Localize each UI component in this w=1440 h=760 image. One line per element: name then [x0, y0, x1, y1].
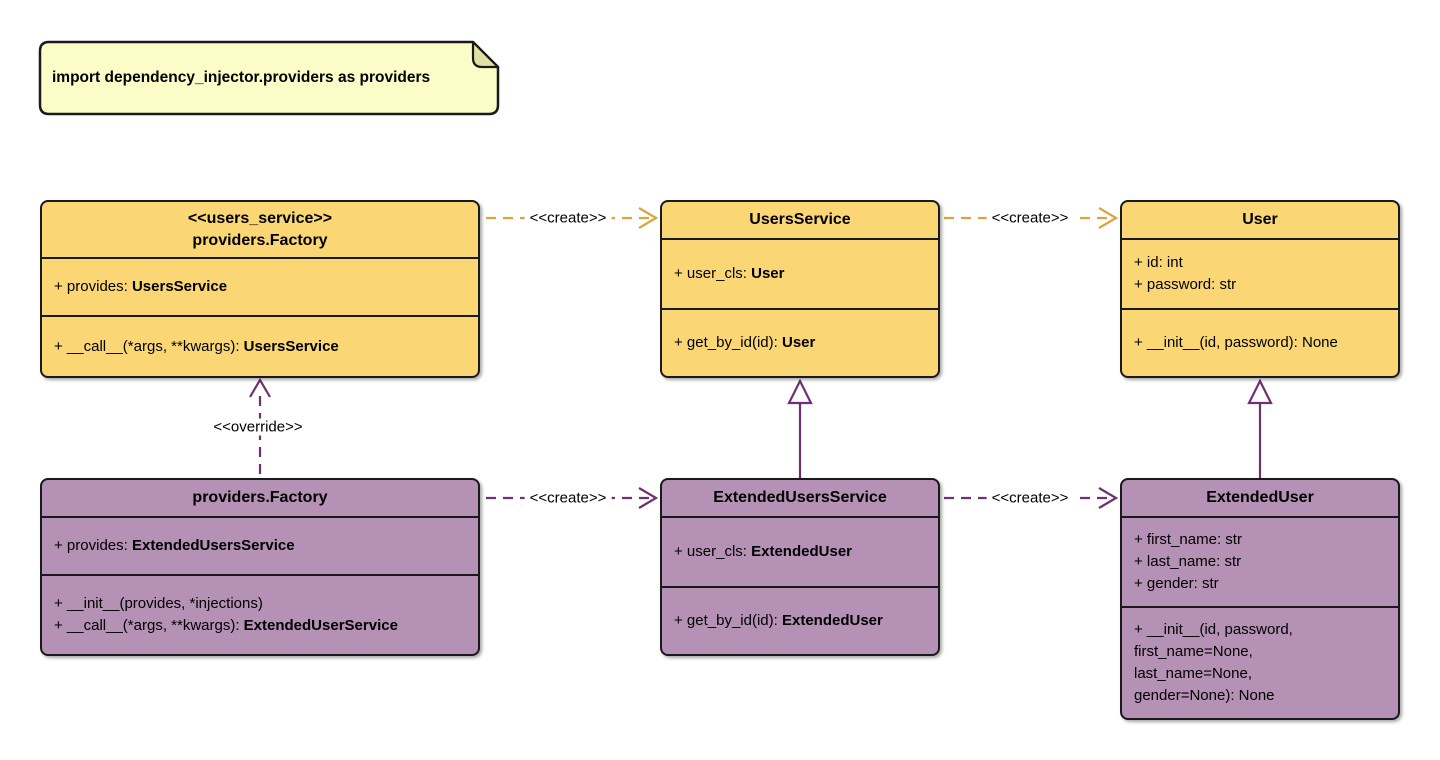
class-method: + __call__(*args, **kwargs): UsersServic… — [54, 336, 466, 358]
class-title: providers.Factory — [192, 231, 328, 249]
member-text: + user_cls: — [674, 265, 752, 282]
class-method: first_name=None, — [1134, 643, 1253, 660]
class-method: + __call__(*args, **kwargs): ExtendedUse… — [54, 615, 466, 637]
arrowhead-icon — [249, 377, 271, 398]
methods-section: + __init__(provides, *injections) + __ca… — [42, 574, 478, 654]
class-title: ExtendedUser — [1206, 489, 1314, 506]
methods-section: + __call__(*args, **kwargs): UsersServic… — [42, 315, 478, 376]
inheritance-edge-extendeduser — [1247, 378, 1273, 478]
class-box-extendedusersservice: ExtendedUsersService + user_cls: Extende… — [660, 478, 940, 656]
member-type: User — [751, 265, 785, 282]
note-body — [38, 40, 500, 116]
class-attribute: + first_name: str — [1134, 531, 1242, 548]
member-type: UsersService — [243, 337, 339, 355]
class-attribute: + id: int — [1134, 254, 1183, 271]
class-title: ExtendedUsersService — [713, 489, 887, 506]
inheritance-edge-extendedusersservice — [787, 378, 813, 478]
inheritance-triangle-icon — [1247, 378, 1273, 405]
override-edge-label: <<override>> — [208, 418, 308, 436]
methods-section: + __init__(id, password): None — [1122, 308, 1398, 376]
class-title: providers.Factory — [192, 489, 328, 506]
class-method: + __init__(id, password): None — [1134, 334, 1338, 351]
member-text: + user_cls: — [674, 543, 752, 560]
member-type: ExtendedUser — [781, 612, 883, 629]
inheritance-triangle-icon — [787, 378, 813, 405]
class-box-providers-factory-extended: providers.Factory + provides: ExtendedUs… — [40, 478, 480, 656]
class-method: + get_by_id(id): User — [674, 332, 926, 354]
member-text: + __call__(*args, **kwargs): — [54, 337, 244, 355]
class-method: + __init__(id, password, — [1134, 621, 1293, 638]
create-edge-label: <<create>> — [986, 489, 1074, 507]
class-box-usersservice: UsersService + user_cls: User + get_by_i… — [660, 200, 940, 378]
class-header: UsersService — [662, 202, 938, 238]
create-edge-label: <<create>> — [524, 209, 612, 227]
class-box-user: User + id: int + password: str + __init_… — [1120, 200, 1400, 378]
member-type: ExtendedUser — [751, 543, 852, 560]
import-note: import dependency_injector.providers as … — [38, 40, 500, 116]
attributes-section: + first_name: str + last_name: str + gen… — [1122, 516, 1398, 606]
attributes-section: + id: int + password: str — [1122, 238, 1398, 308]
class-header: User — [1122, 202, 1398, 238]
arrowhead-icon — [1098, 207, 1119, 229]
attributes-section: + provides: UsersService — [42, 257, 478, 315]
class-method: gender=None): None — [1134, 687, 1275, 704]
class-header: <<users_service>> providers.Factory — [42, 202, 478, 257]
class-header: ExtendedUser — [1122, 480, 1398, 516]
attributes-section: + provides: ExtendedUsersService — [42, 516, 478, 574]
create-edge-label: <<create>> — [986, 209, 1074, 227]
note-text: import dependency_injector.providers as … — [52, 69, 431, 86]
arrowhead-icon — [638, 487, 659, 509]
member-type: User — [781, 334, 816, 351]
member-type: ExtendedUserService — [243, 617, 398, 634]
class-title: UsersService — [749, 211, 851, 228]
member-text: + provides: — [54, 278, 132, 295]
class-attribute: + provides: ExtendedUsersService — [54, 535, 466, 557]
class-attribute: + user_cls: User — [674, 263, 926, 285]
arrowhead-icon — [638, 207, 659, 229]
class-box-extendeduser: ExtendedUser + first_name: str + last_na… — [1120, 478, 1400, 720]
class-method: last_name=None, — [1134, 665, 1252, 682]
methods-section: + get_by_id(id): ExtendedUser — [662, 586, 938, 654]
class-attribute: + last_name: str — [1134, 553, 1242, 570]
methods-section: + get_by_id(id): User — [662, 308, 938, 376]
class-method: + get_by_id(id): ExtendedUser — [674, 610, 926, 632]
class-stereotype: <<users_service>> — [187, 209, 333, 227]
attributes-section: + user_cls: User — [662, 238, 938, 308]
class-attribute: + gender: str — [1134, 575, 1219, 592]
attributes-section: + user_cls: ExtendedUser — [662, 516, 938, 586]
class-attribute: + provides: UsersService — [54, 276, 466, 298]
member-text: + get_by_id(id): — [674, 334, 782, 351]
class-attribute: + user_cls: ExtendedUser — [674, 541, 926, 563]
member-type: ExtendedUsersService — [131, 537, 295, 554]
arrowhead-icon — [1098, 487, 1119, 509]
create-edge-label: <<create>> — [524, 489, 612, 507]
methods-section: + __init__(id, password, first_name=None… — [1122, 606, 1398, 718]
class-attribute: + password: str — [1134, 276, 1237, 293]
class-method: + __init__(provides, *injections) — [54, 595, 263, 612]
member-type: UsersService — [131, 278, 228, 295]
member-text: + get_by_id(id): — [674, 612, 782, 629]
note-shape — [38, 40, 500, 116]
member-text: + provides: — [54, 537, 132, 554]
note-fold-corner-icon — [471, 40, 500, 69]
class-title: User — [1242, 211, 1278, 228]
class-box-providers-factory-users: <<users_service>> providers.Factory + pr… — [40, 200, 480, 378]
member-text: + __call__(*args, **kwargs): — [54, 617, 244, 634]
class-header: providers.Factory — [42, 480, 478, 516]
class-header: ExtendedUsersService — [662, 480, 938, 516]
